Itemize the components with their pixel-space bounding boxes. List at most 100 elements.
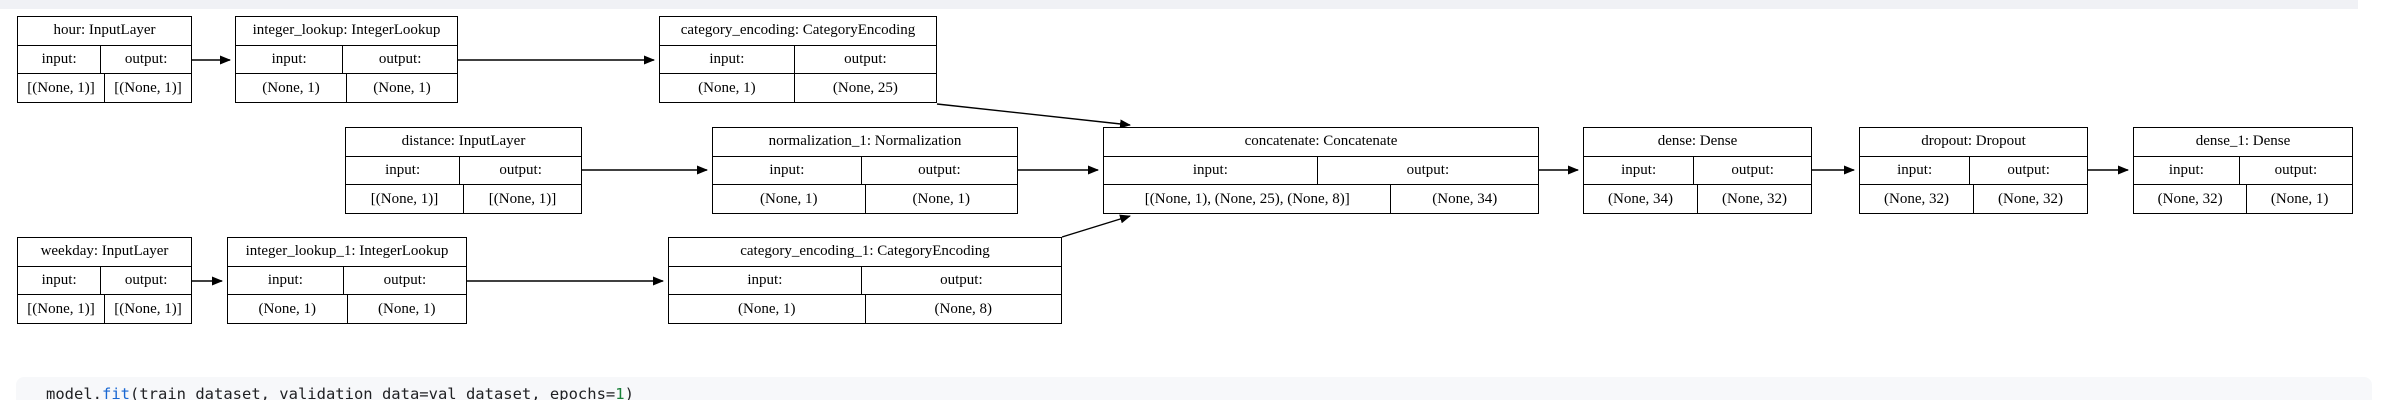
code-token-number: 1 (615, 385, 625, 400)
layer-node-dense: dense: Dense input: output: (None, 34) (… (1583, 127, 1812, 214)
output-label: output: (940, 272, 983, 288)
layer-io-shape-row: (None, 1) (None, 25) (660, 73, 936, 103)
output-shape: [(None, 1)] (114, 79, 182, 96)
input-label: input: (346, 156, 461, 185)
layer-io-shape-row: (None, 1) (None, 8) (669, 294, 1061, 324)
code-token-plain: ) (624, 385, 634, 400)
layer-io-header-row: input: output: (18, 265, 191, 295)
input-label: input: (1584, 156, 1695, 185)
layer-node-dense_1: dense_1: Dense input: output: (None, 32)… (2133, 127, 2353, 214)
input-shape: (None, 1) (713, 185, 866, 214)
input-label: input: (18, 266, 102, 295)
output-label: output: (844, 51, 887, 67)
input-label: input: (18, 45, 102, 74)
input-shape: [(None, 1), (None, 25), (None, 8)] (1104, 185, 1392, 214)
output-shape: (None, 32) (1722, 190, 1787, 207)
output-shape: (None, 25) (832, 79, 898, 96)
layer-title: integer_lookup_1: IntegerLookup (245, 243, 449, 260)
layer-io-shape-row: [(None, 1), (None, 25), (None, 8)] (None… (1104, 184, 1538, 214)
layer-node-distance: distance: InputLayer input: output: [(No… (345, 127, 582, 214)
layer-title: category_encoding: CategoryEncoding (680, 22, 916, 39)
output-shape: (None, 1) (2270, 190, 2329, 207)
layer-node-hour: hour: InputLayer input: output: [(None, … (17, 16, 192, 103)
input-shape: [(None, 1)] (346, 185, 464, 214)
input-shape: (None, 32) (2134, 185, 2248, 214)
output-shape: [(None, 1)] (488, 190, 557, 207)
output-label: output: (499, 162, 542, 178)
edge-category_encoding_1-to-concatenate (1061, 214, 1131, 238)
code-token-plain: model. (46, 385, 102, 400)
input-shape: [(None, 1)] (18, 74, 105, 103)
layer-title: dense: Dense (1657, 133, 1738, 150)
output-label: output: (2274, 162, 2318, 178)
layer-title: weekday: InputLayer (40, 243, 169, 260)
layer-io-header-row: input: output: (1860, 155, 2087, 185)
input-shape: (None, 1) (660, 74, 795, 103)
layer-io-shape-row: [(None, 1)] [(None, 1)] (18, 294, 191, 324)
output-label: output: (918, 162, 961, 178)
code-cell[interactable]: model.fit(train_dataset, validation_data… (16, 377, 2372, 400)
output-shape: (None, 1) (912, 190, 970, 207)
input-shape: (None, 1) (228, 295, 348, 324)
output-label: output: (383, 272, 427, 288)
code-line[interactable]: model.fit(train_dataset, validation_data… (46, 384, 634, 400)
input-label: input: (669, 266, 862, 295)
input-label: input: (713, 156, 862, 185)
layer-title: hour: InputLayer (53, 22, 156, 39)
layer-title: distance: InputLayer (401, 133, 526, 150)
code-token-plain: (train_dataset, validation_data=val_data… (130, 385, 616, 400)
layer-node-weekday: weekday: InputLayer input: output: [(Non… (17, 237, 192, 324)
layer-io-shape-row: (None, 1) (None, 1) (236, 73, 457, 103)
input-shape: [(None, 1)] (18, 295, 105, 324)
layer-io-shape-row: (None, 1) (None, 1) (228, 294, 466, 324)
layer-title: category_encoding_1: CategoryEncoding (740, 243, 990, 260)
notebook-gutter-strip (0, 0, 2358, 9)
output-label: output: (1406, 162, 1450, 178)
layer-node-category_encoding: category_encoding: CategoryEncoding inpu… (659, 16, 937, 103)
layer-io-header-row: input: output: (228, 265, 466, 295)
layer-node-integer_lookup: integer_lookup: IntegerLookup input: out… (235, 16, 458, 103)
input-label: input: (228, 266, 344, 295)
output-shape: (None, 1) (378, 300, 436, 317)
output-label: output: (124, 272, 168, 288)
layer-title: integer_lookup: IntegerLookup (252, 22, 441, 39)
edge-category_encoding-to-concatenate (936, 103, 1131, 129)
layer-io-header-row: input: output: (18, 44, 191, 74)
input-label: input: (1104, 156, 1318, 185)
output-label: output: (2007, 162, 2050, 178)
diagram-edges-layer (192, 55, 2129, 286)
code-token-function: fit (102, 385, 130, 400)
input-label: input: (1860, 156, 1971, 185)
layer-title: concatenate: Concatenate (1244, 133, 1398, 150)
output-shape: (None, 34) (1432, 190, 1498, 207)
output-label: output: (1731, 162, 1774, 178)
layer-title: dropout: Dropout (1921, 133, 2026, 150)
layer-io-shape-row: [(None, 1)] [(None, 1)] (18, 73, 191, 103)
layer-io-header-row: input: output: (236, 44, 457, 74)
layer-io-shape-row: (None, 32) (None, 1) (2134, 184, 2352, 214)
model-architecture-diagram: hour: InputLayer input: output: [(None, … (17, 16, 2353, 324)
layer-io-shape-row: [(None, 1)] [(None, 1)] (346, 184, 581, 214)
layer-io-header-row: input: output: (2134, 155, 2352, 185)
output-label: output: (124, 51, 168, 67)
layer-node-category_encoding_1: category_encoding_1: CategoryEncoding in… (668, 237, 1062, 324)
layer-io-shape-row: (None, 34) (None, 32) (1584, 184, 1811, 214)
layer-io-header-row: input: output: (1584, 155, 1811, 185)
layer-io-header-row: input: output: (1104, 155, 1538, 185)
output-shape: [(None, 1)] (114, 300, 182, 317)
layer-node-normalization_1: normalization_1: Normalization input: ou… (712, 127, 1018, 214)
layer-io-header-row: input: output: (713, 155, 1017, 185)
layer-node-integer_lookup_1: integer_lookup_1: IntegerLookup input: o… (227, 237, 467, 324)
output-shape: (None, 32) (1998, 190, 2063, 207)
layer-node-dropout: dropout: Dropout input: output: (None, 3… (1859, 127, 2088, 214)
input-shape: (None, 32) (1860, 185, 1974, 214)
layer-io-shape-row: (None, 32) (None, 32) (1860, 184, 2087, 214)
layer-io-shape-row: (None, 1) (None, 1) (713, 184, 1017, 214)
output-label: output: (378, 51, 422, 67)
layer-title: normalization_1: Normalization (768, 133, 962, 150)
layer-io-header-row: input: output: (669, 265, 1061, 295)
input-label: input: (236, 45, 344, 74)
layer-io-header-row: input: output: (660, 44, 936, 74)
output-shape: (None, 8) (934, 300, 992, 317)
